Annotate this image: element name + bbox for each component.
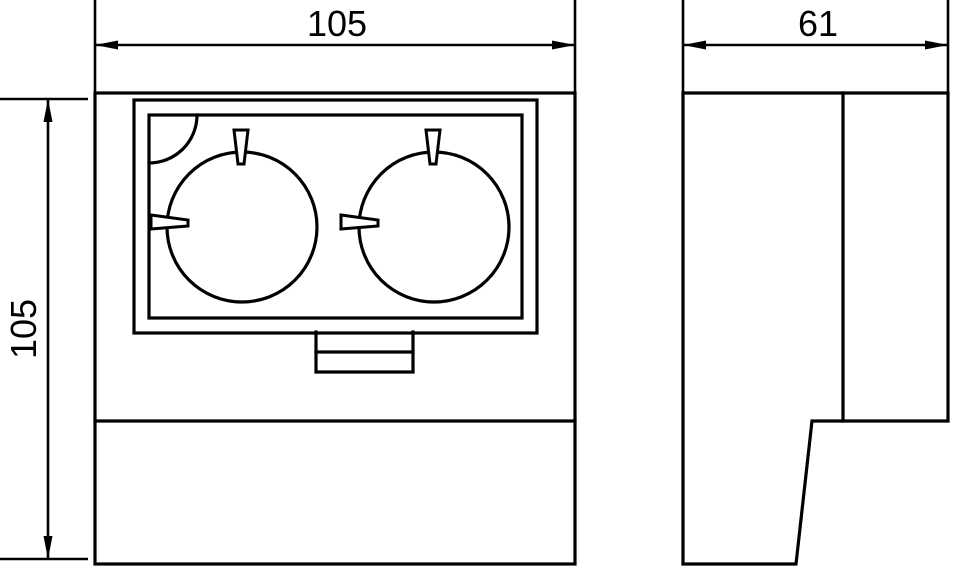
- dim-front-height: 105: [0, 97, 88, 561]
- dim-front-width: 105: [93, 0, 577, 93]
- side-view: [681, 91, 950, 566]
- arrowhead-down-icon: [43, 536, 53, 559]
- arrowhead-left-icon: [95, 40, 118, 50]
- socket-plate-inner: [147, 113, 524, 320]
- front-body-outline: [93, 91, 577, 566]
- dim-side-depth-label: 61: [798, 3, 838, 44]
- dim-side-depth: 61: [681, 0, 950, 93]
- socket-plate-outer: [132, 98, 539, 335]
- arrowhead-left-icon: [683, 40, 706, 50]
- socket-right-side-claw: [339, 213, 380, 231]
- socket-right-top-claw: [424, 128, 442, 166]
- socket-left-side-claw: [149, 213, 190, 231]
- dim-front-width-label: 105: [307, 3, 367, 44]
- arrowhead-up-icon: [43, 99, 53, 122]
- side-body-outline: [681, 91, 950, 566]
- front-view: [93, 91, 577, 566]
- socket-left-top-claw: [232, 128, 250, 166]
- socket-right-circle: [357, 150, 511, 304]
- dim-front-height-label: 105: [3, 299, 44, 359]
- arrowhead-right-icon: [925, 40, 948, 50]
- plate-corner-arc: [147, 113, 199, 165]
- arrowhead-right-icon: [552, 40, 575, 50]
